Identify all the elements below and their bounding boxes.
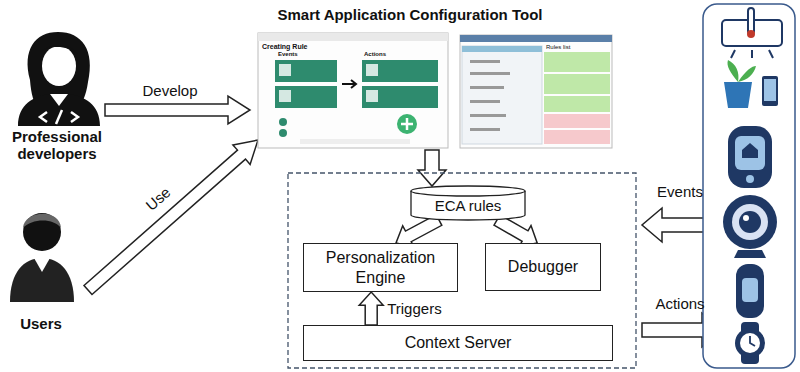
node-text: Personalization Engine [310,248,451,286]
rules-list-screenshot [460,35,612,148]
hollow-arrow [359,292,383,325]
developer-icon [18,32,100,126]
cylinder-top [411,186,525,196]
system-boundary [288,173,636,368]
tool-down-arrow [418,150,446,186]
screenshot-text: Events [278,51,318,58]
arrow-label: Actions [640,295,720,312]
process-box: Personalization Engine [303,243,458,292]
use-arrow [84,140,258,295]
screenshot-text: Rules list [546,44,596,51]
actor-label: Users [5,315,77,332]
diagram-title: Smart Application Configuration Tool [230,6,590,23]
process-box: Debugger [485,243,601,291]
device-panel [703,4,795,368]
node-text: Context Server [310,333,606,352]
node-text: Debugger [492,257,594,276]
rules-store: ECA rules [410,186,526,220]
develop-arrow [105,96,250,124]
edge-label: Triggers [387,300,441,317]
arrow-label: Develop [128,82,212,99]
arrow-label: Events [642,183,718,200]
user-icon [10,213,74,302]
screenshot-text: Actions [364,51,404,58]
rule-editor-screenshot [258,33,448,148]
actor-label: Professional developers [0,128,114,163]
node-text: ECA rules [416,197,520,215]
screenshot-text: Creating Rule [262,43,342,51]
process-box: Context Server [303,325,613,361]
